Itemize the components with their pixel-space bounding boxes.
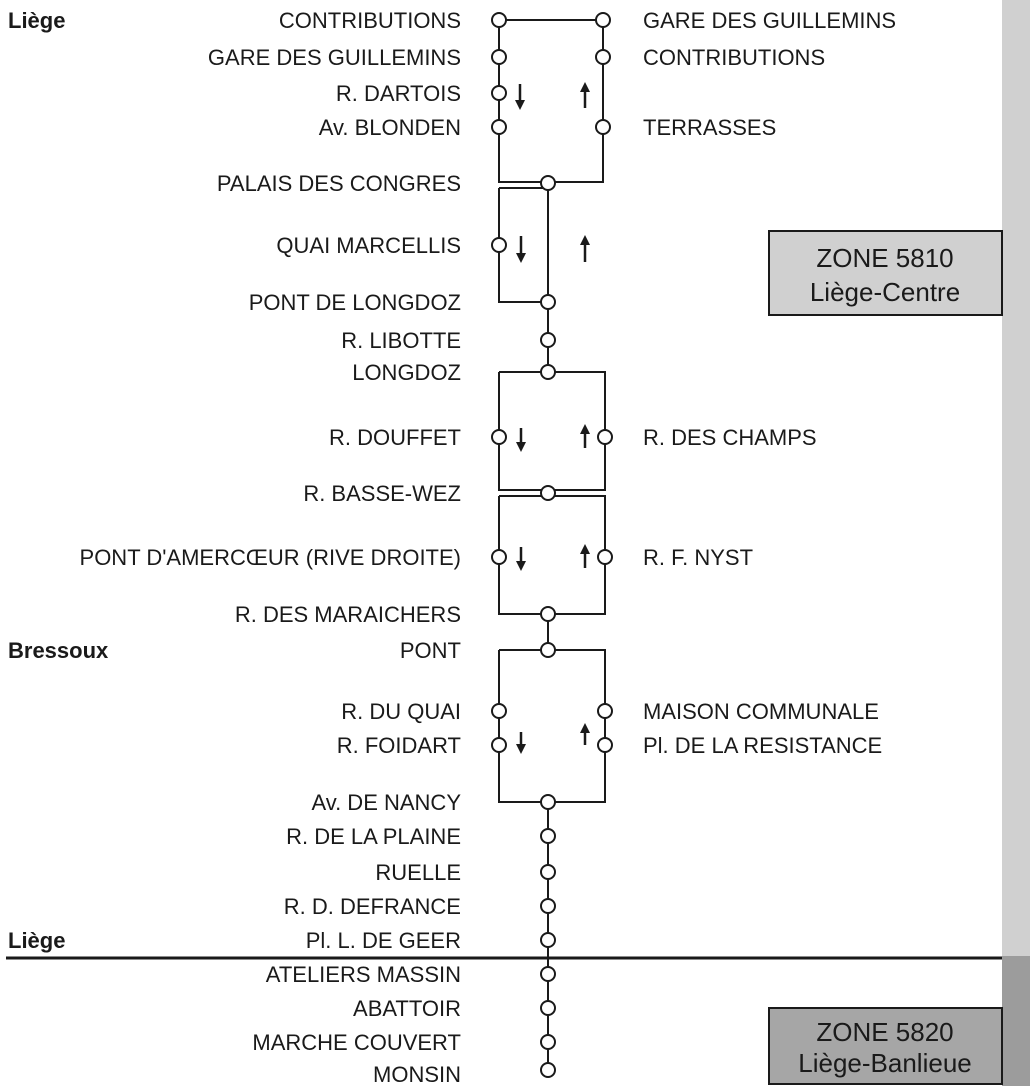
zone-name: Liège-Centre [810,277,960,307]
stop-marker [597,737,613,753]
commune-label-liege: Liège [8,8,65,33]
stop-label: R. FOIDART [337,733,461,758]
stop-marker [540,606,556,622]
stop-marker [491,237,507,253]
stop-label: R. DES MARAICHERS [235,602,461,627]
stop-marker [540,864,556,880]
stop-marker [540,364,556,380]
zone-name: Liège-Banlieue [798,1048,971,1078]
stop-label: MAISON COMMUNALE [643,699,879,724]
stop-marker [540,794,556,810]
zone-box-centre: ZONE 5810 Liège-Centre [768,230,1003,316]
stop-marker [595,49,611,65]
stop-marker [540,966,556,982]
stop-label: R. DES CHAMPS [643,425,817,450]
stop-label: GARE DES GUILLEMINS [643,8,896,33]
stop-label: CONTRIBUTIONS [643,45,825,70]
arrow-down-icon [516,547,526,571]
stop-markers [491,12,613,1078]
stop-labels-left: CONTRIBUTIONS GARE DES GUILLEMINS R. DAR… [80,8,462,1086]
stop-label: ATELIERS MASSIN [266,962,461,987]
stop-label: R. DE LA PLAINE [286,824,461,849]
arrow-up-icon [580,424,590,448]
stop-marker [597,549,613,565]
commune-label-liege: Liège [8,928,65,953]
arrow-down-icon [516,236,526,263]
stop-marker [491,49,507,65]
stop-marker [491,703,507,719]
stop-marker [491,12,507,28]
stop-marker [540,1000,556,1016]
arrow-down-icon [516,732,526,754]
arrow-up-icon [580,82,590,108]
stop-label: MONSIN [373,1062,461,1086]
stop-marker [540,898,556,914]
route-loop-guillemins [498,19,604,183]
stop-marker [540,642,556,658]
stop-marker [540,175,556,191]
stop-label: GARE DES GUILLEMINS [208,45,461,70]
stop-marker [540,828,556,844]
zone-code: ZONE 5810 [816,243,953,273]
stop-label: Av. DE NANCY [311,790,461,815]
stop-marker [540,332,556,348]
stop-marker [491,549,507,565]
stop-marker [540,932,556,948]
zone-code: ZONE 5820 [816,1017,953,1047]
route-loop-douffet [498,371,606,491]
stop-marker [597,703,613,719]
stop-label: PONT DE LONGDOZ [249,290,461,315]
stop-label: R. BASSE-WEZ [303,481,461,506]
stop-label: ABATTOIR [353,996,461,1021]
stop-label: R. DOUFFET [329,425,461,450]
stop-label: LONGDOZ [352,360,461,385]
stop-label: R. D. DEFRANCE [284,894,461,919]
stop-marker [491,119,507,135]
stop-marker [540,485,556,501]
arrow-down-icon [515,84,525,110]
stop-marker [597,429,613,445]
route-loop-amercoeur [498,495,606,615]
stop-label: Pl. DE LA RESISTANCE [643,733,882,758]
zone-band-banlieue [1002,956,1030,1086]
commune-label-bressoux: Bressoux [8,638,109,663]
stop-labels-right: GARE DES GUILLEMINS CONTRIBUTIONS TERRAS… [643,8,896,758]
stop-marker [491,737,507,753]
stop-label: R. F. NYST [643,545,753,570]
stop-label: RUELLE [375,860,461,885]
stop-label: QUAI MARCELLIS [276,233,461,258]
stop-label: PONT [400,638,461,663]
stop-label: R. LIBOTTE [341,328,461,353]
arrow-up-icon [580,544,590,568]
stop-marker [540,1034,556,1050]
stop-marker [491,85,507,101]
stop-label: R. DARTOIS [336,81,461,106]
stop-label: R. DU QUAI [341,699,461,724]
arrow-down-icon [516,428,526,452]
stop-marker [595,12,611,28]
arrow-up-icon [580,723,590,745]
stop-label: PONT D'AMERCŒUR (RIVE DROITE) [80,545,461,570]
stop-marker [491,429,507,445]
zone-box-banlieue: ZONE 5820 Liège-Banlieue [768,1007,1003,1085]
stop-label: MARCHE COUVERT [252,1030,461,1055]
stop-label: Pl. L. DE GEER [306,928,461,953]
stop-label: TERRASSES [643,115,776,140]
stop-label: CONTRIBUTIONS [279,8,461,33]
stop-marker [540,294,556,310]
direction-arrows [515,82,590,754]
stop-label: PALAIS DES CONGRES [217,171,461,196]
stop-label: Av. BLONDEN [319,115,461,140]
stop-marker [595,119,611,135]
route-loop-foidart [498,649,606,803]
stop-marker [540,1062,556,1078]
zone-band-centre [1002,0,1030,956]
arrow-up-icon [580,235,590,262]
